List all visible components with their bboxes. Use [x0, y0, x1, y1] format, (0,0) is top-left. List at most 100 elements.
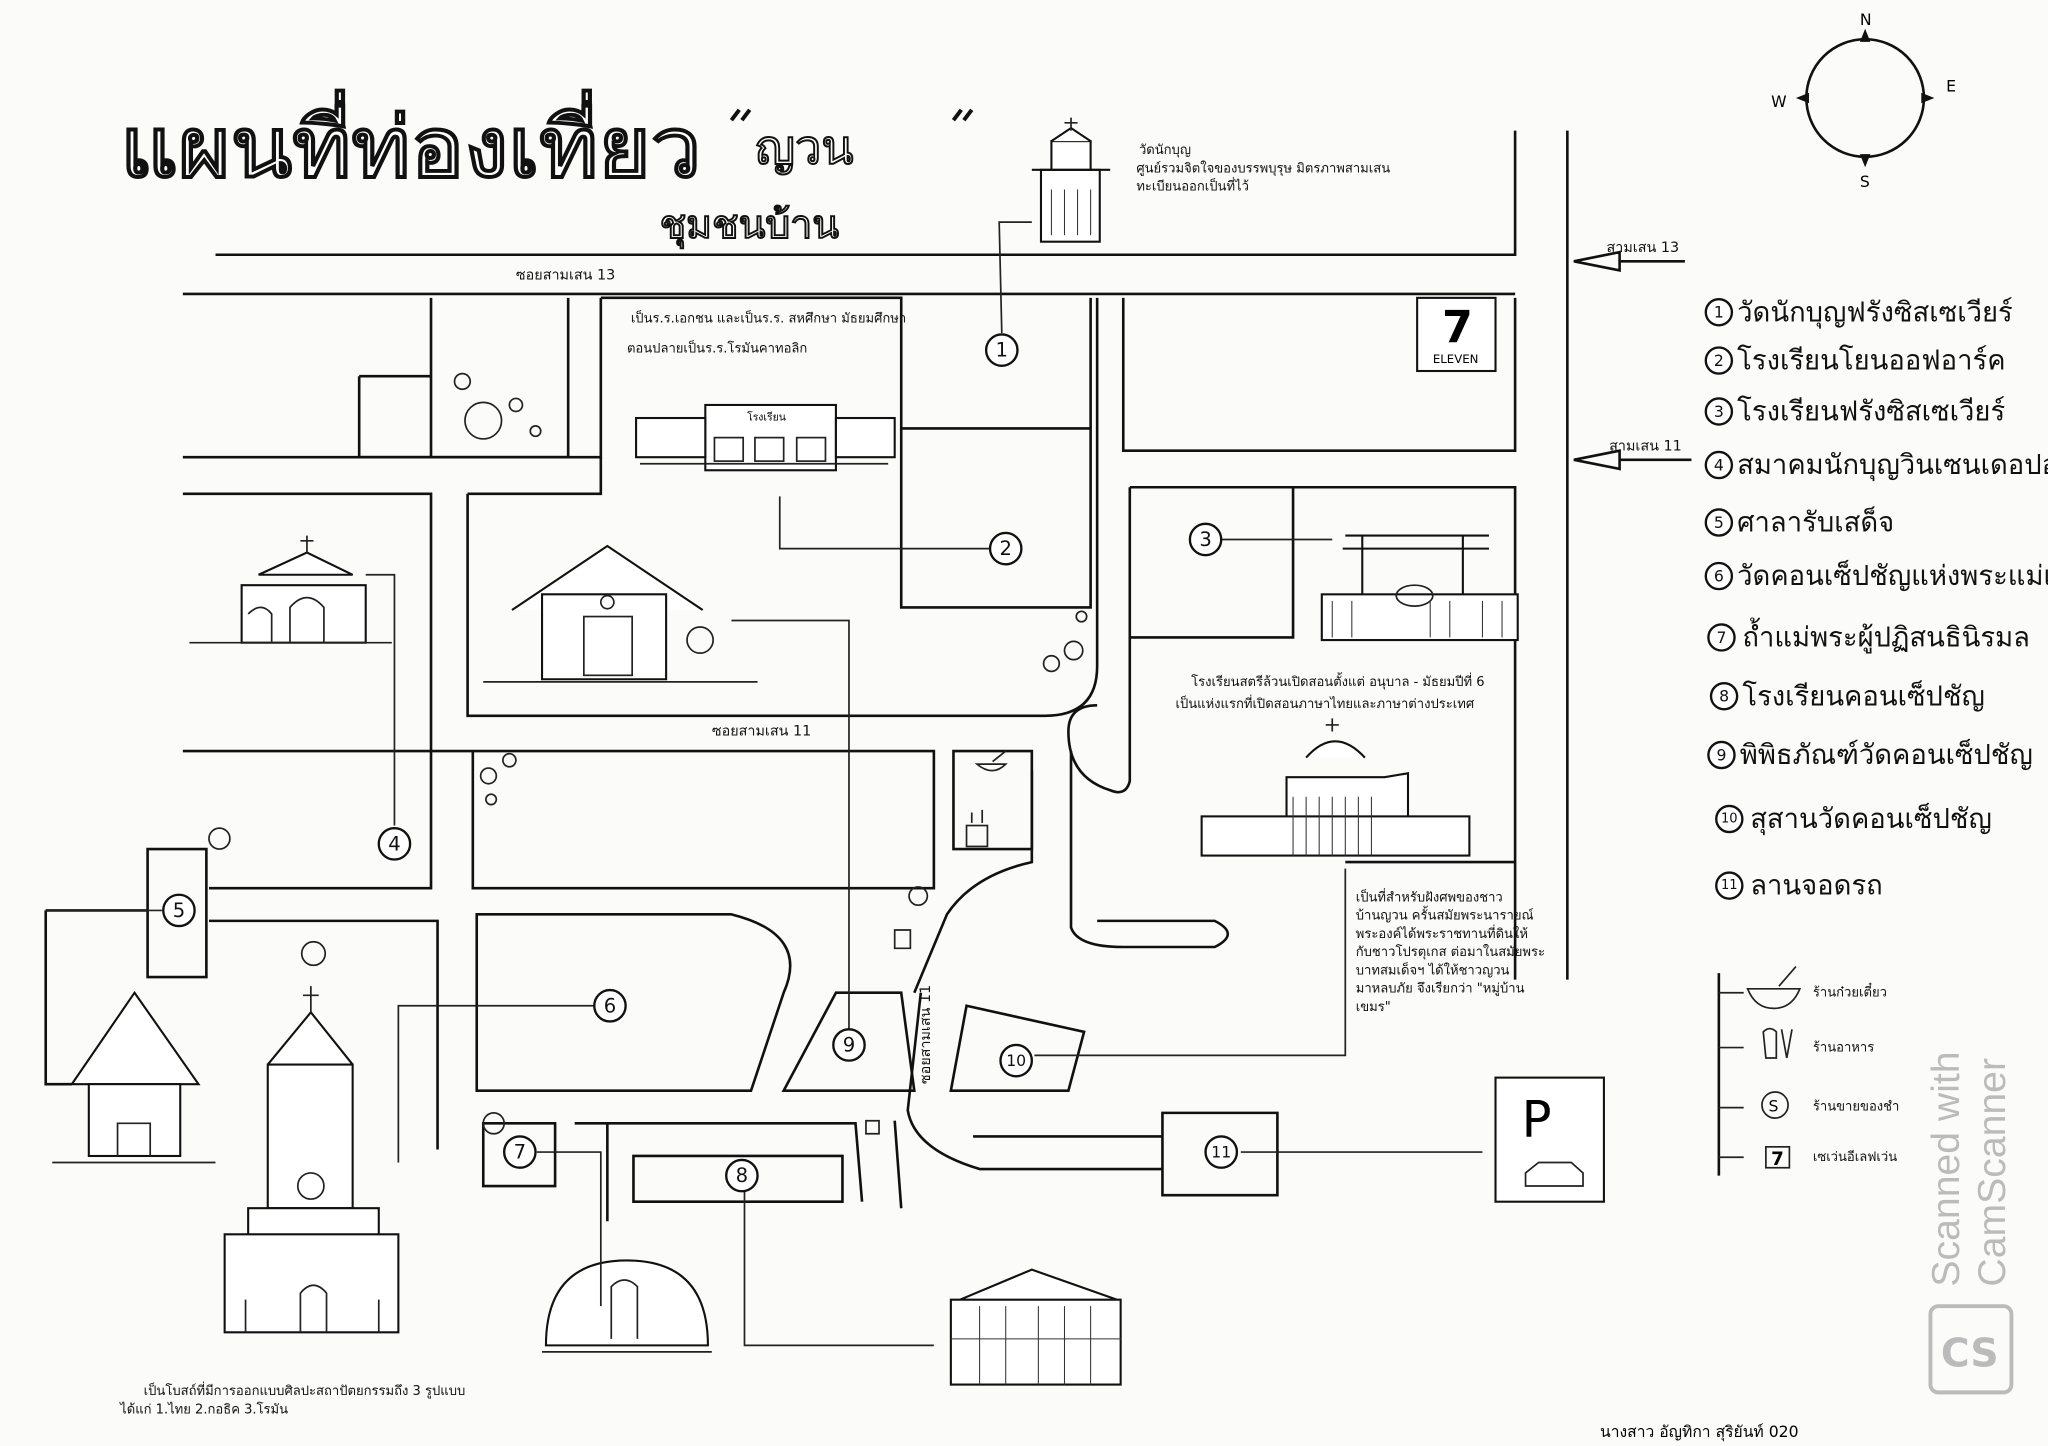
- marker-8[interactable]: 8: [725, 1158, 759, 1193]
- svg-text:วัดคอนเซ็ปชัญแห่งพระแม่เจ้า: วัดคอนเซ็ปชัญแห่งพระแม่เจ้า: [1737, 558, 2048, 592]
- symbol-label: ร้านก๋วยเตี๋ยว: [1813, 982, 1887, 1001]
- marker-5[interactable]: 5: [162, 893, 196, 928]
- grocery-pin-icon: [1761, 1091, 1789, 1119]
- legend-item[interactable]: 8 โรงเรียนคอนเซ็ปชัญ: [1709, 678, 1985, 712]
- marker-4[interactable]: 4: [377, 826, 412, 861]
- compass-e: E: [1946, 76, 1956, 95]
- church-6-drawing: [223, 986, 400, 1334]
- road-network: [44, 130, 1569, 1222]
- svg-text:ถ้ำแม่พระผู้ปฏิสนธินิรมล: ถ้ำแม่พระผู้ปฏิสนธินิรมล: [1742, 618, 2030, 654]
- svg-text:บาทสมเด็จฯ ได้ให้ชาวญวน: บาทสมเด็จฯ ได้ให้ชาวญวน: [1356, 960, 1510, 978]
- legend-item[interactable]: 6วัดคอนเซ็ปชัญแห่งพระแม่เจ้า: [1704, 558, 2048, 592]
- marker-11[interactable]: 11: [1204, 1135, 1239, 1169]
- road-label-soi11-vertical: ซอยสามเสน 11: [918, 985, 934, 1084]
- parking-lot: P: [1494, 1076, 1605, 1203]
- arrow-soi13: สามเสน 13: [1573, 240, 1685, 273]
- school-8-building-drawing: [483, 544, 758, 683]
- arrow-label: สามเสน 13: [1607, 240, 1680, 256]
- arrow-soi11: สามเสน 11: [1573, 439, 1692, 471]
- svg-text:ลานจอดรถ: ลานจอดรถ: [1750, 871, 1883, 902]
- svg-text:เป็นที่สำหรับฝังศพของชาว: เป็นที่สำหรับฝังศพของชาว: [1356, 887, 1503, 905]
- svg-text:11: 11: [1211, 1143, 1231, 1162]
- svg-text:4: 4: [1714, 456, 1724, 475]
- marker-7[interactable]: 7: [502, 1135, 537, 1169]
- svg-text:7: 7: [1716, 628, 1726, 647]
- svg-text:ศูนย์รวมจิตใจของบรรพบุรุษ มิตร: ศูนย์รวมจิตใจของบรรพบุรุษ มิตรภาพสามเสน: [1136, 160, 1390, 176]
- compass-n: N: [1860, 10, 1872, 29]
- svg-text:5: 5: [1714, 513, 1724, 532]
- road-label-soi13: ซอยสามเสน 13: [516, 268, 615, 284]
- school-2-gate-drawing: โรงเรียน: [635, 403, 896, 472]
- author-signature: นางสาว อัญทิกา สุริยันท์ 020: [1600, 1422, 1799, 1442]
- note-church-1: วัดนักบุญ ศูนย์รวมจิตใจของบรรพบุรุษ มิตร…: [1136, 143, 1390, 195]
- svg-text:9: 9: [843, 1033, 855, 1056]
- legend-item[interactable]: 2 โรงเรียนโยนออฟอาร์ค: [1704, 345, 2006, 377]
- school-8-photo-building-drawing: [949, 1268, 1122, 1386]
- noodle-bowl-icon: [1746, 966, 1802, 1010]
- symbol-legend: S 7 ร้านก๋วยเตี๋ยว ร้านอาหาร ร้านขายของช…: [1717, 966, 1899, 1176]
- svg-text:CS: CS: [1941, 1331, 1999, 1376]
- svg-text:สุสานวัดคอนเซ็ปชัญ: สุสานวัดคอนเซ็ปชัญ: [1750, 801, 1992, 836]
- svg-text:1: 1: [996, 339, 1008, 362]
- compass-icon: N E W S: [1771, 10, 1956, 191]
- legend-item[interactable]: 11 ลานจอดรถ: [1715, 871, 1883, 902]
- svg-text:10: 10: [1006, 1051, 1026, 1070]
- title-quoted: ญวน: [755, 120, 854, 175]
- arrow-label: สามเสน 11: [1609, 439, 1682, 455]
- marker-2[interactable]: 2: [988, 531, 1023, 566]
- svg-text:พิพิธภัณฑ์วัดคอนเซ็ปชัญ: พิพิธภัณฑ์วัดคอนเซ็ปชัญ: [1740, 737, 2033, 771]
- seven-eleven-store: 7 ELEVEN: [1416, 296, 1497, 373]
- spoon-fork-icon: [1762, 1027, 1793, 1059]
- marker-10[interactable]: 10: [999, 1043, 1034, 1078]
- marker-3[interactable]: 3: [1188, 522, 1223, 557]
- marker-6[interactable]: 6: [593, 988, 627, 1023]
- svg-text:3: 3: [1199, 528, 1211, 551]
- svg-text:7: 7: [1771, 1149, 1784, 1170]
- svg-text:โรงเรียนสตรีล้วนเปิดสอนตั้งแต่: โรงเรียนสตรีล้วนเปิดสอนตั้งแต่ อนุบาล - …: [1191, 672, 1484, 690]
- svg-text:โรงเรียนคอนเซ็ปชัญ: โรงเรียนคอนเซ็ปชัญ: [1742, 678, 1985, 712]
- note-cemetery: เป็นที่สำหรับฝังศพของชาว บ้านญวน ครั้นสม…: [1356, 887, 1545, 1015]
- svg-text:ตอนปลายเป็นร.ร.โรมันคาทอลิก: ตอนปลายเป็นร.ร.โรมันคาทอลิก: [627, 339, 807, 357]
- pointer-lines: [45, 221, 1483, 1347]
- svg-text:วัดนักบุญฟรังซิสเซเวียร์: วัดนักบุญฟรังซิสเซเวียร์: [1737, 296, 2013, 329]
- svg-text:กับชาวโปรตุเกส ต่อมาในสมัยพระ: กับชาวโปรตุเกส ต่อมาในสมัยพระ: [1356, 944, 1545, 960]
- parking-sign: P: [1522, 1090, 1552, 1148]
- cemetery-gate-drawing: [1200, 718, 1471, 857]
- legend-item[interactable]: 5 ศาลารับเสด็จ: [1704, 505, 1894, 539]
- svg-text:ศาลารับเสด็จ: ศาลารับเสด็จ: [1737, 505, 1894, 539]
- svg-text:2: 2: [1714, 351, 1724, 370]
- school-sign: โรงเรียน: [747, 411, 786, 424]
- legend-item[interactable]: 3 โรงเรียนฟรังซิสเซเวียร์: [1704, 396, 2005, 428]
- svg-text:8: 8: [1719, 687, 1729, 706]
- note-school-2: เป็นร.ร.เอกชน และเป็นร.ร. สหศึกษา มัธยมศ…: [627, 309, 906, 357]
- legend-item[interactable]: 7 ถ้ำแม่พระผู้ปฏิสนธินิรมล: [1707, 618, 2030, 654]
- marker-1[interactable]: 1: [984, 333, 1019, 367]
- svg-text:โรงเรียนโยนออฟอาร์ค: โรงเรียนโยนออฟอาร์ค: [1737, 345, 2005, 377]
- svg-text:Scanned with: Scanned with: [1925, 1051, 1968, 1286]
- legend-item[interactable]: 4 สมาคมนักบุญวินเซนเดอปอล: [1704, 450, 2048, 482]
- map-title: แผนที่ท่องเที่ยว ญวน ชุมชนบ้าน: [118, 88, 974, 250]
- vincent-de-paul-building-drawing: [189, 535, 392, 644]
- marker-9[interactable]: 9: [832, 1028, 866, 1062]
- symbol-label: ร้านอาหาร: [1813, 1040, 1874, 1055]
- pavilion-5-drawing: [52, 990, 216, 1164]
- svg-text:3: 3: [1714, 402, 1724, 421]
- church-1-tower-drawing: [1031, 117, 1111, 243]
- road-label-soi11: ซอยสามเสน 11: [712, 723, 811, 739]
- seven-logo: 7: [1442, 302, 1473, 353]
- svg-text:ทะเบียนออกเป็นที่ไว้: ทะเบียนออกเป็นที่ไว้: [1136, 177, 1249, 195]
- svg-text:CamScanner: CamScanner: [1971, 1058, 2014, 1287]
- camscanner-logo-icon: [1928, 1304, 2014, 1395]
- svg-text:วัดนักบุญ: วัดนักบุญ: [1139, 143, 1191, 158]
- svg-text:โรงเรียนฟรังซิสเซเวียร์: โรงเรียนฟรังซิสเซเวียร์: [1737, 396, 2005, 428]
- title-subtitle: ชุมชนบ้าน: [660, 203, 839, 249]
- compass-s: S: [1860, 172, 1870, 191]
- svg-text:11: 11: [1721, 878, 1738, 893]
- svg-text:สมาคมนักบุญวินเซนเดอปอล: สมาคมนักบุญวินเซนเดอปอล: [1737, 450, 2048, 482]
- symbol-label: ร้านขายของชำ: [1813, 1099, 1899, 1114]
